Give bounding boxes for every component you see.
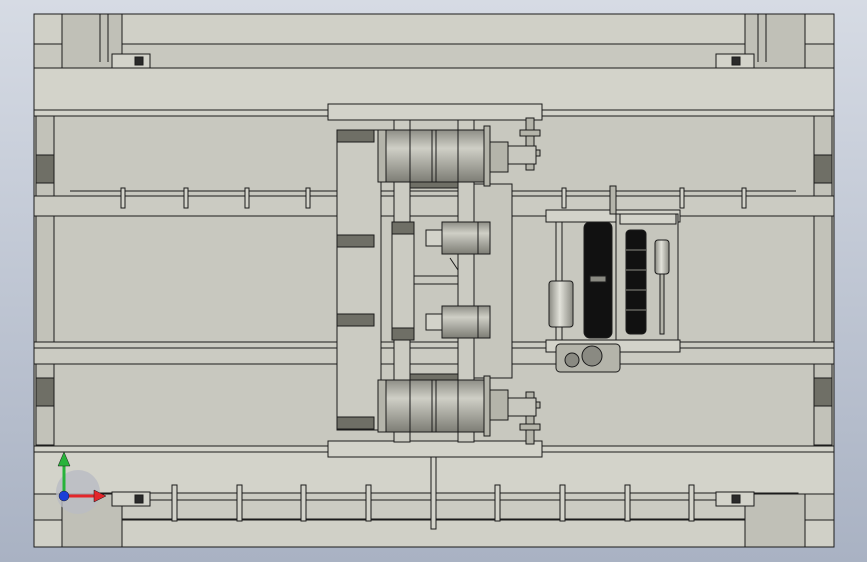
spring-roller[interactable] <box>625 229 647 335</box>
upper-coupling-shaft[interactable] <box>507 117 541 171</box>
carriage-top-plate[interactable] <box>327 103 543 121</box>
upper-middle-rail[interactable] <box>33 195 835 217</box>
coordinate-triad <box>56 451 107 514</box>
lower-coupling-shaft[interactable] <box>507 391 541 445</box>
triad-x-arrowhead <box>93 489 107 503</box>
bottom-right-clamp-bolt <box>731 494 741 504</box>
bottom-left-clamp[interactable] <box>111 491 151 507</box>
left-post-block-bottom <box>35 377 55 407</box>
left-post-block-top <box>35 154 55 184</box>
bottom-left-clamp-bolt <box>134 494 144 504</box>
machine-assembly[interactable] <box>33 13 835 548</box>
top-left-clamp-bolt <box>134 56 144 66</box>
carriage-inner-block <box>391 221 415 341</box>
lower-drive-motor[interactable] <box>425 305 491 339</box>
right-post-block-bottom <box>813 377 833 407</box>
top-left-clamp[interactable] <box>111 53 151 69</box>
bottom-conveyor-rail[interactable] <box>94 492 799 520</box>
triad-origin-shadow <box>56 470 100 514</box>
lower-drum-motor[interactable] <box>377 373 509 437</box>
bottom-rail-hangers <box>171 446 695 530</box>
triad-y-arrowhead <box>57 451 71 467</box>
carriage-left-block-top <box>336 234 375 248</box>
upper-rail-hangers <box>120 187 747 209</box>
carriage-left-block-foot <box>336 416 375 430</box>
top-right-clamp-bolt <box>731 56 741 66</box>
carriage-inner-dark-bottom <box>391 327 415 341</box>
lower-middle-rail[interactable] <box>33 341 835 365</box>
air-cylinder-left[interactable] <box>548 280 574 328</box>
air-cylinder-right[interactable] <box>654 239 670 275</box>
upper-drum-motor[interactable] <box>377 125 509 189</box>
roller-mechanism[interactable] <box>545 185 681 373</box>
carriage-inner-dark-top <box>391 221 415 235</box>
carriage-left-frame[interactable] <box>336 129 382 431</box>
carriage-left-block-bottom <box>336 313 375 327</box>
right-post-block-top <box>813 154 833 184</box>
triad-z-axis <box>58 490 70 502</box>
bottom-right-upright <box>744 493 806 548</box>
frame-top-strip <box>33 13 835 45</box>
upper-drive-motor[interactable] <box>425 221 491 255</box>
carriage-left-block-head <box>336 129 375 143</box>
carriage-diag-line <box>449 257 459 271</box>
carriage-side-box <box>473 183 513 379</box>
carriage-bottom-plate[interactable] <box>327 440 543 458</box>
